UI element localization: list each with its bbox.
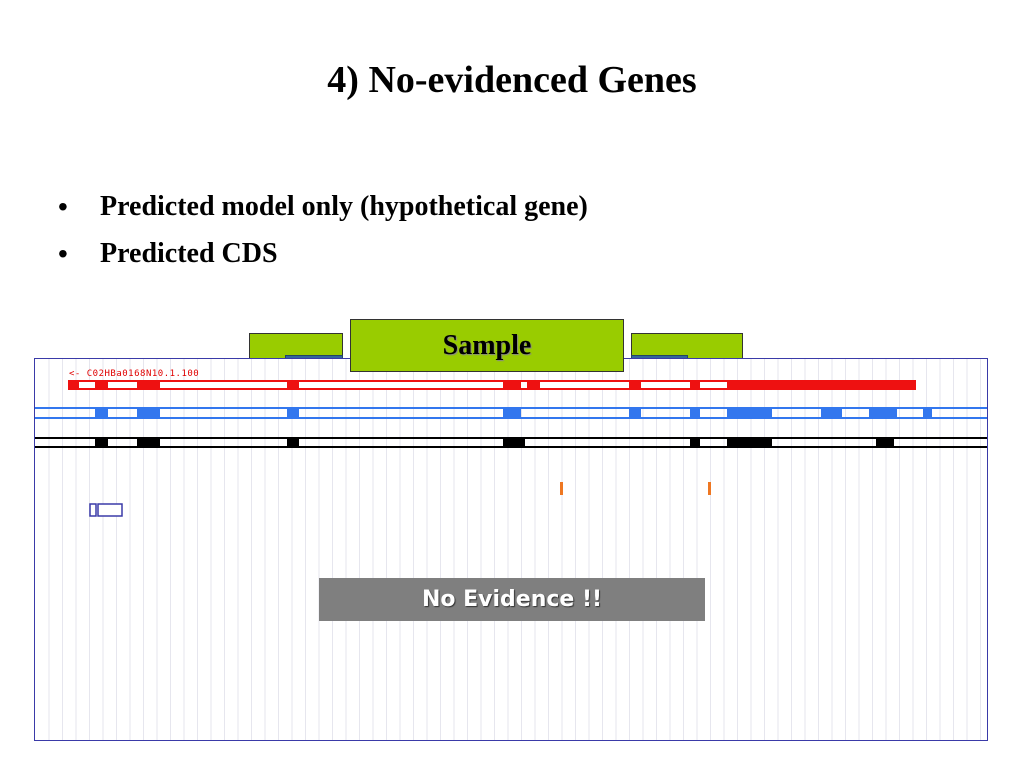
genome-browser-panel: <- C02HBa0168N10.1.100 xyxy=(34,358,988,741)
bullet-dot-icon: • xyxy=(58,238,68,269)
small-box-icon xyxy=(89,503,123,517)
grid-lines xyxy=(48,359,981,740)
black-track xyxy=(35,437,987,448)
track-label: <- C02HBa0168N10.1.100 xyxy=(69,369,200,379)
bullet-dot-icon: • xyxy=(58,191,68,222)
bullet-item: • Predicted model only (hypothetical gen… xyxy=(58,190,588,237)
sample-label-box: Sample xyxy=(350,319,624,372)
slide-title: 4) No-evidenced Genes xyxy=(327,59,697,101)
track-canvas xyxy=(35,359,987,740)
bullet-text: Predicted CDS xyxy=(100,238,278,269)
predicted-model-track xyxy=(68,380,916,390)
bullet-list: • Predicted model only (hypothetical gen… xyxy=(58,190,588,284)
bullet-text: Predicted model only (hypothetical gene) xyxy=(100,191,588,222)
no-evidence-banner: No Evidence !! xyxy=(319,578,705,621)
bullet-item: • Predicted CDS xyxy=(58,237,588,284)
orange-marks xyxy=(560,482,711,495)
blue-track xyxy=(35,407,987,419)
